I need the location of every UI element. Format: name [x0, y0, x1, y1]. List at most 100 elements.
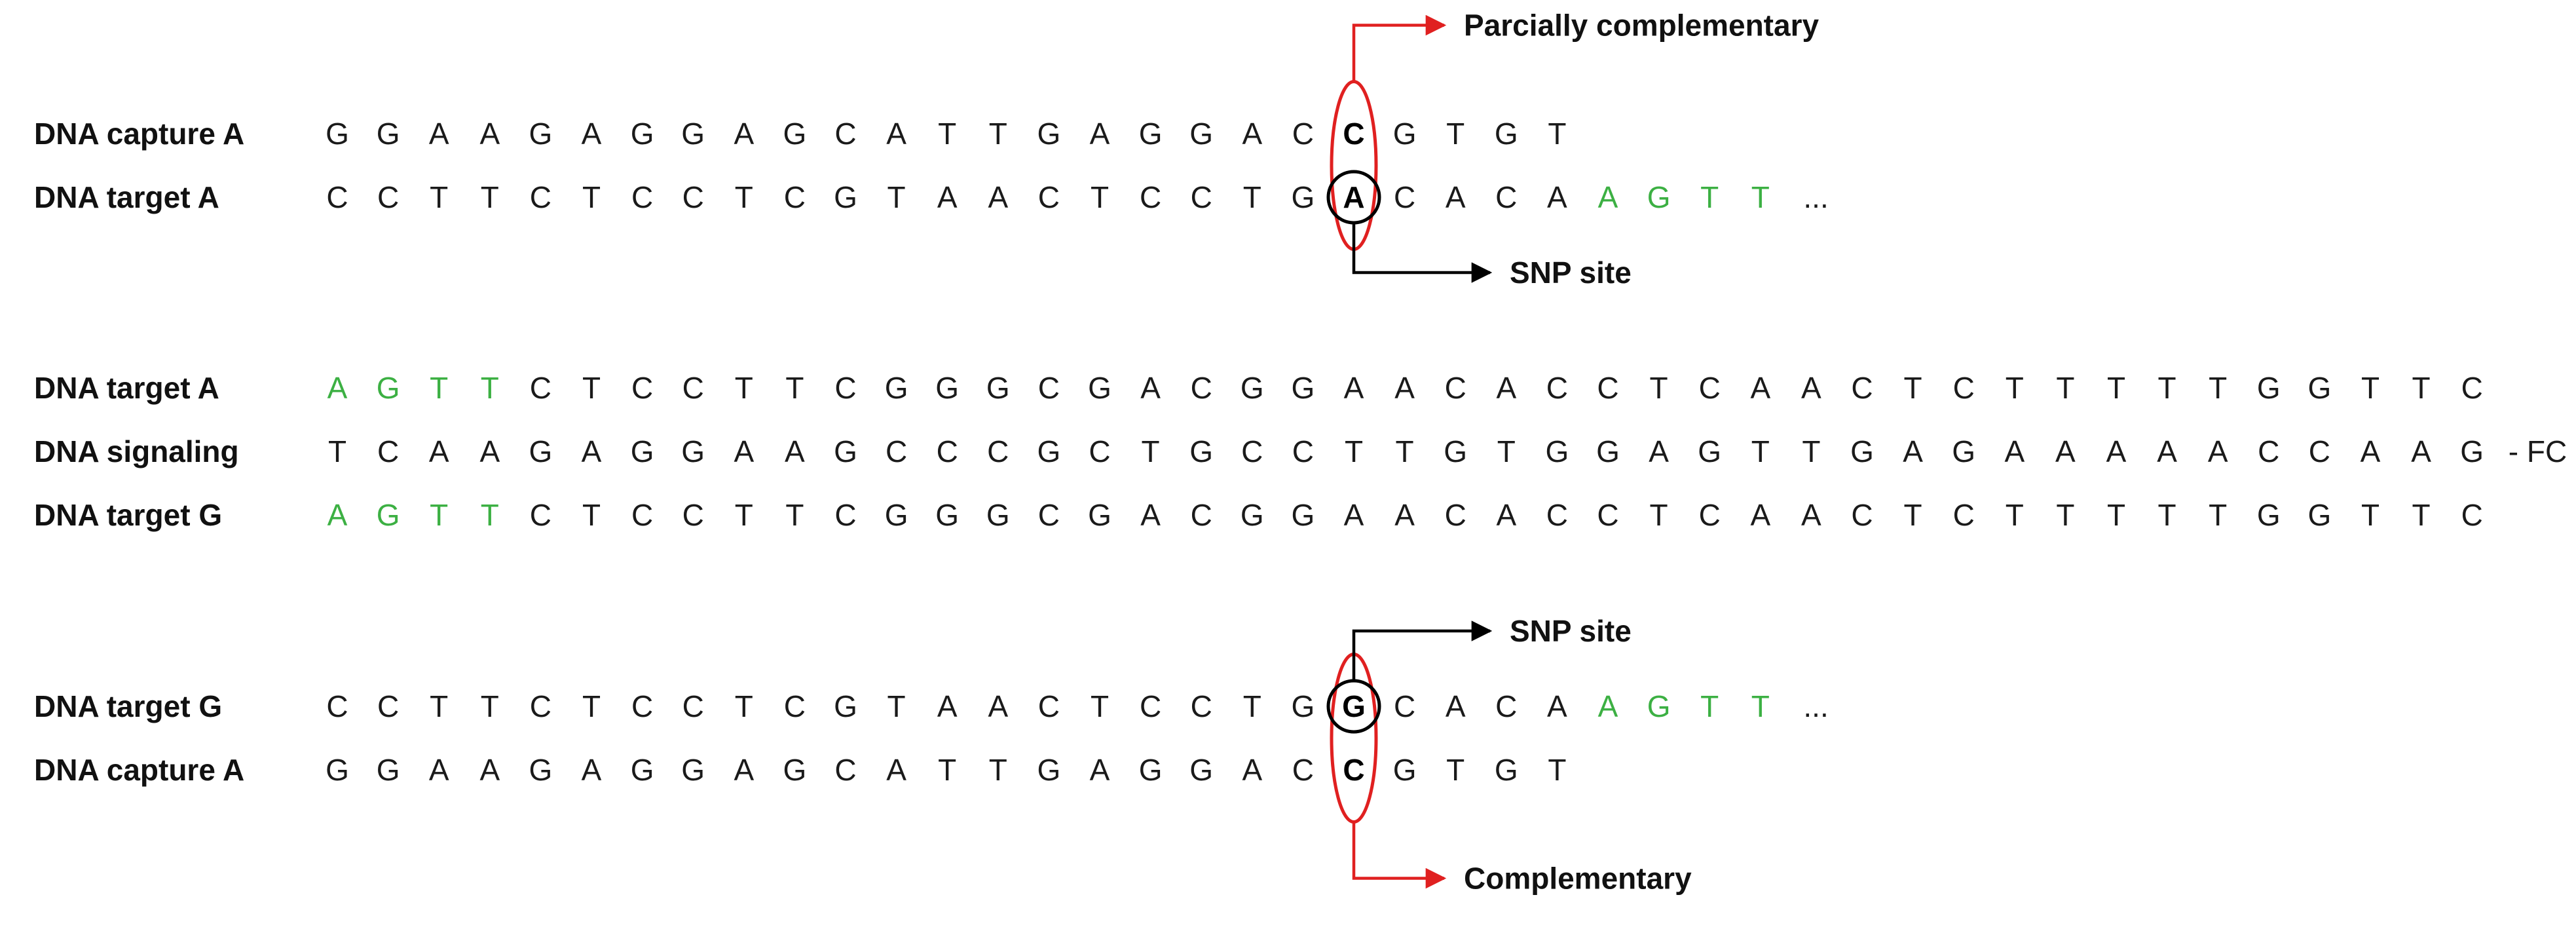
nucleotide: G [1292, 689, 1315, 723]
nucleotide: A [1547, 180, 1567, 214]
nucleotide: A [988, 689, 1008, 723]
nucleotide: T [481, 180, 499, 214]
nucleotide: T [2412, 371, 2431, 405]
nucleotide: G [2257, 498, 2281, 532]
nucleotide: C [1191, 371, 1212, 405]
nucleotide: T [887, 180, 906, 214]
nucleotide: G [834, 180, 857, 214]
nucleotide: G [2257, 371, 2281, 405]
nucleotide: G [885, 498, 908, 532]
nucleotide: A [2157, 434, 2177, 468]
nucleotide: A [937, 180, 958, 214]
nucleotide: C [682, 498, 704, 532]
nucleotide: T [938, 753, 956, 787]
nucleotide: C [784, 689, 806, 723]
nucleotide: T [1497, 434, 1516, 468]
row-label: DNA capture A [34, 753, 244, 787]
nucleotide: G [1241, 371, 1264, 405]
nucleotide: T [1548, 117, 1566, 151]
nucleotide: A [734, 117, 754, 151]
complementarity-label: Complementary [1464, 862, 1692, 896]
nucleotide: A [2361, 434, 2381, 468]
nucleotide: A [1598, 689, 1618, 723]
row-label: DNA signaling [34, 434, 239, 468]
nucleotide: G [529, 117, 553, 151]
nucleotide: G [631, 434, 654, 468]
nucleotide: C [326, 180, 348, 214]
nucleotide: C [1445, 498, 1466, 532]
nucleotide: T [1650, 498, 1668, 532]
nucleotide: T [2107, 371, 2125, 405]
nucleotide: T [735, 180, 753, 214]
nucleotide: T [735, 498, 753, 532]
nucleotide: G [1546, 434, 1569, 468]
row-label: DNA target G [34, 689, 222, 723]
nucleotide: T [430, 180, 448, 214]
nucleotide: T [1751, 434, 1770, 468]
nucleotide: G [2308, 371, 2332, 405]
snp-site-arrow [1352, 620, 1493, 681]
nucleotide: C [1597, 371, 1618, 405]
nucleotide: G [1189, 117, 1213, 151]
nucleotide: G [377, 371, 400, 405]
nucleotide: C [682, 371, 704, 405]
nucleotide: C [1191, 180, 1212, 214]
nucleotide: A [582, 117, 602, 151]
nucleotide: A [1344, 371, 1364, 405]
nucleotide: G [1037, 117, 1061, 151]
nucleotide: C [1953, 371, 1975, 405]
nucleotide: A [1496, 498, 1516, 532]
nucleotide: G [1189, 753, 1213, 787]
nucleotide: T [1751, 689, 1770, 723]
nucleotide: A [429, 434, 449, 468]
nucleotide: A [886, 117, 906, 151]
nucleotide: G [1444, 434, 1467, 468]
nucleotide: A [1140, 371, 1161, 405]
nucleotide: C [2461, 498, 2483, 532]
nucleotide: C [631, 180, 653, 214]
nucleotide: A [1090, 117, 1110, 151]
nucleotide: T [735, 371, 753, 405]
nucleotide: C [631, 371, 653, 405]
nucleotide: C [1546, 371, 1568, 405]
nucleotide: T [1091, 689, 1109, 723]
nucleotide: C [1343, 117, 1364, 151]
nucleotide: C [2461, 371, 2483, 405]
nucleotide: T [1700, 180, 1719, 214]
nucleotide: C [784, 180, 806, 214]
nucleotide: C [1597, 498, 1618, 532]
sequence-continues-ellipsis: ... [1803, 180, 1828, 214]
nucleotide: G [1393, 753, 1417, 787]
nucleotide: G [681, 753, 705, 787]
nucleotide: T [989, 117, 1007, 151]
nucleotide: G [1037, 753, 1061, 787]
nucleotide: T [785, 498, 804, 532]
nucleotide: C [530, 371, 551, 405]
nucleotide: G [1495, 117, 1518, 151]
nucleotide: T [2361, 371, 2380, 405]
nucleotide: C [1140, 180, 1161, 214]
nucleotide: C [1495, 689, 1517, 723]
nucleotide: T [2006, 371, 2024, 405]
nucleotide: T [887, 689, 906, 723]
nucleotide: T [1446, 753, 1465, 787]
fc-label-suffix: - FC [2509, 434, 2567, 468]
nucleotide: A [1801, 371, 1821, 405]
nucleotide: T [582, 371, 601, 405]
nucleotide: T [430, 371, 448, 405]
nucleotide: T [1904, 498, 1922, 532]
nucleotide: G [885, 371, 908, 405]
nucleotide: C [1140, 689, 1161, 723]
complementarity-label: Parcially complementary [1464, 9, 1819, 43]
nucleotide: G [326, 753, 349, 787]
nucleotide: T [1751, 180, 1770, 214]
nucleotide: C [1038, 371, 1060, 405]
